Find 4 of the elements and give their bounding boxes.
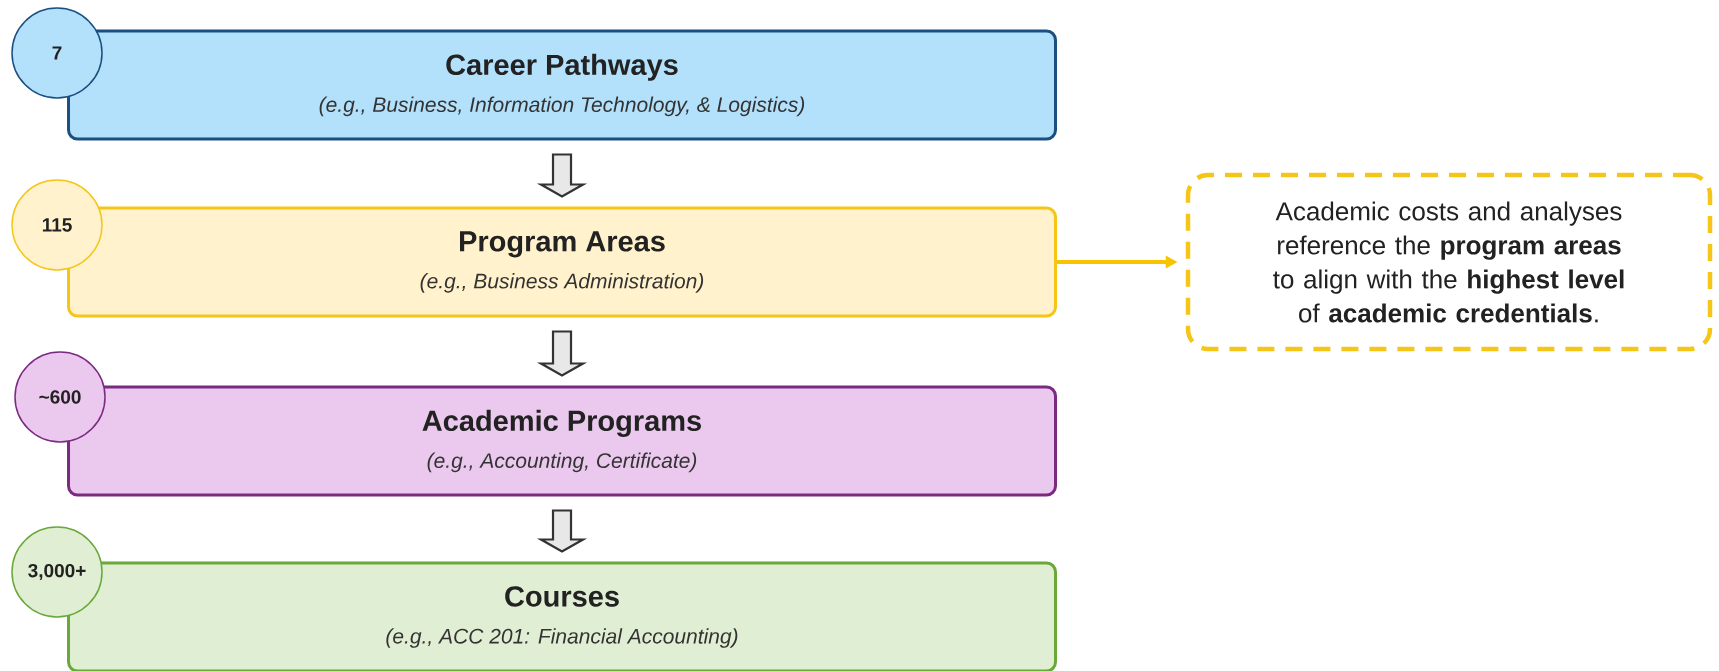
note-box: Academic costs and analyses reference the program areas to align with the highest level of academic credentials. [1185,172,1713,352]
block-arrow [536,153,588,198]
block-arrow [536,509,588,553]
block-arrow [536,330,588,377]
